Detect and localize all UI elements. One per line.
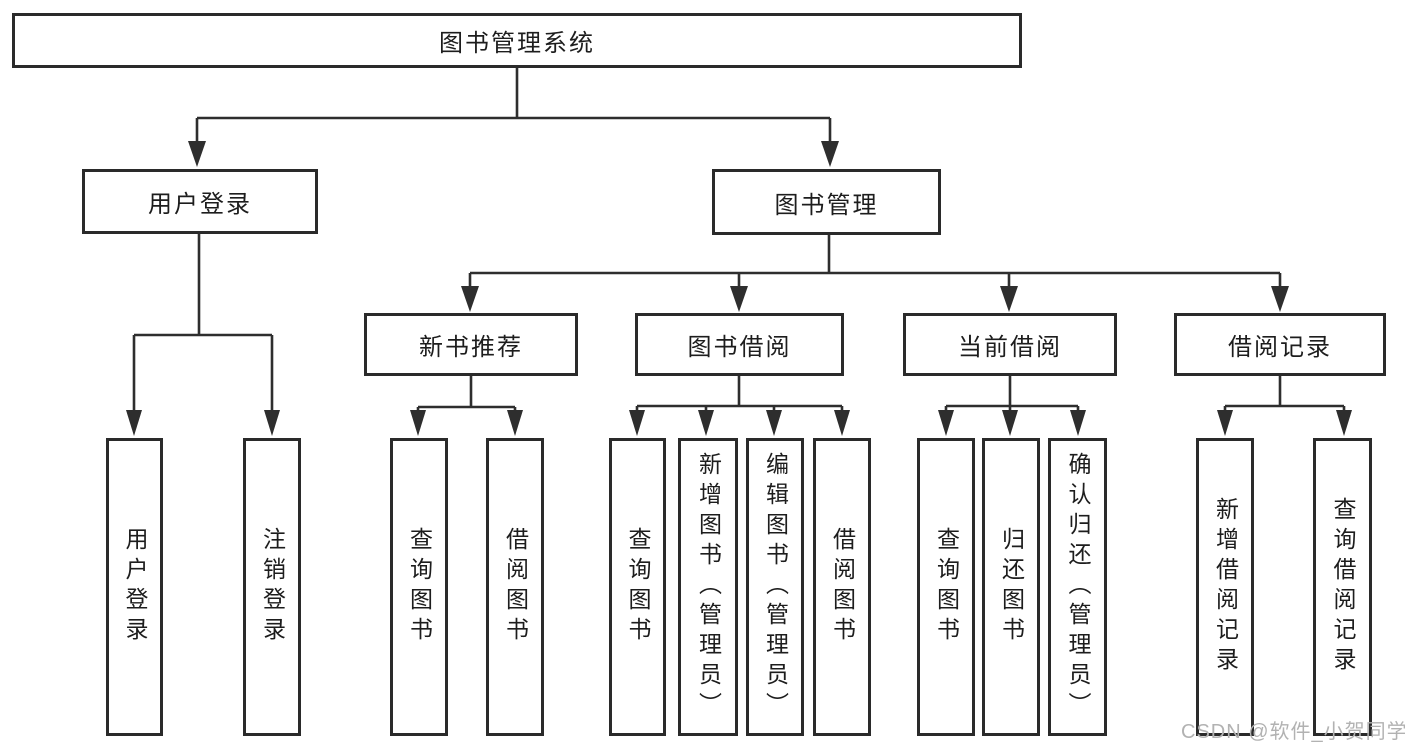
node-borrow-record-label: 借阅记录 — [1228, 334, 1332, 361]
arrow-down-icon — [766, 410, 782, 436]
node-leaf-query-borrow-record: 查询借阅记录 — [1313, 438, 1372, 736]
arrow-down-icon — [461, 286, 479, 312]
arrow-down-icon — [1070, 410, 1086, 436]
node-leaf-borrow-borrow-book: 借阅图书 — [813, 438, 871, 736]
arrow-down-icon — [698, 410, 714, 436]
arrow-down-icon — [834, 410, 850, 436]
arrow-down-icon — [1217, 410, 1233, 436]
node-leaf-return-book-label: 归还图书 — [998, 527, 1025, 647]
arrow-down-icon — [188, 141, 206, 167]
node-leaf-logout: 注销登录 — [243, 438, 301, 736]
node-leaf-add-book-admin-label: 新增图书（管理员） — [695, 452, 722, 722]
arrow-down-icon — [938, 410, 954, 436]
arrow-down-icon — [126, 410, 142, 436]
arrow-down-icon — [730, 286, 748, 312]
node-root-label: 图书管理系统 — [439, 30, 595, 57]
node-leaf-add-book-admin: 新增图书（管理员） — [678, 438, 738, 736]
node-user-login-group: 用户登录 — [82, 169, 318, 234]
arrow-down-icon — [1336, 410, 1352, 436]
node-leaf-query-borrow-record-label: 查询借阅记录 — [1330, 497, 1356, 677]
node-new-book-recommend: 新书推荐 — [364, 313, 578, 376]
node-leaf-recommend-borrow-book-label: 借阅图书 — [502, 527, 529, 647]
arrow-down-icon — [1002, 410, 1018, 436]
node-book-borrow-label: 图书借阅 — [687, 334, 792, 361]
node-leaf-confirm-return-admin: 确认归还（管理员） — [1048, 438, 1107, 736]
node-leaf-borrow-query-book: 查询图书 — [609, 438, 666, 736]
node-leaf-edit-book-admin: 编辑图书（管理员） — [746, 438, 804, 736]
node-leaf-borrow-query-book-label: 查询图书 — [625, 527, 651, 647]
arrow-down-icon — [264, 410, 280, 436]
node-current-borrow: 当前借阅 — [903, 313, 1117, 376]
node-leaf-return-book: 归还图书 — [982, 438, 1040, 736]
node-book-management-label: 图书管理 — [774, 191, 879, 219]
node-leaf-current-query-book: 查询图书 — [917, 438, 975, 736]
connector-book-borrow-to-leaves — [629, 376, 850, 436]
node-leaf-recommend-query-book-label: 查询图书 — [406, 527, 433, 647]
node-borrow-record: 借阅记录 — [1174, 313, 1386, 376]
node-leaf-borrow-borrow-book-label: 借阅图书 — [829, 527, 856, 647]
node-leaf-add-borrow-record-label: 新增借阅记录 — [1212, 497, 1239, 677]
arrow-down-icon — [821, 141, 839, 167]
node-root: 图书管理系统 — [12, 13, 1022, 68]
connector-borrow-record-to-leaves — [1217, 376, 1352, 436]
connector-root-to-level2 — [188, 68, 839, 167]
node-leaf-current-query-book-label: 查询图书 — [933, 527, 960, 647]
node-leaf-logout-label: 注销登录 — [259, 527, 286, 647]
node-new-book-recommend-label: 新书推荐 — [419, 334, 523, 361]
arrow-down-icon — [1000, 286, 1018, 312]
csdn-watermark: CSDN @软件_小贺同学 — [1181, 721, 1405, 743]
arrow-down-icon — [410, 410, 426, 436]
node-leaf-user-login-label: 用户登录 — [122, 527, 148, 647]
node-book-borrow: 图书借阅 — [635, 313, 844, 376]
connector-new-book-recommend-to-leaves — [410, 376, 523, 436]
connector-user-login-to-leaves — [126, 234, 280, 436]
node-current-borrow-label: 当前借阅 — [958, 334, 1062, 361]
node-user-login-group-label: 用户登录 — [148, 191, 252, 218]
connector-book-management-to-level3 — [461, 235, 1289, 312]
node-leaf-user-login: 用户登录 — [106, 438, 163, 736]
node-leaf-confirm-return-admin-label: 确认归还（管理员） — [1065, 452, 1091, 722]
connector-current-borrow-to-leaves — [938, 376, 1086, 436]
node-leaf-edit-book-admin-label: 编辑图书（管理员） — [762, 452, 789, 722]
arrow-down-icon — [629, 410, 645, 436]
node-leaf-add-borrow-record: 新增借阅记录 — [1196, 438, 1254, 736]
node-leaf-recommend-borrow-book: 借阅图书 — [486, 438, 544, 736]
node-leaf-recommend-query-book: 查询图书 — [390, 438, 448, 736]
arrow-down-icon — [507, 410, 523, 436]
arrow-down-icon — [1271, 286, 1289, 312]
node-book-management: 图书管理 — [712, 169, 941, 235]
